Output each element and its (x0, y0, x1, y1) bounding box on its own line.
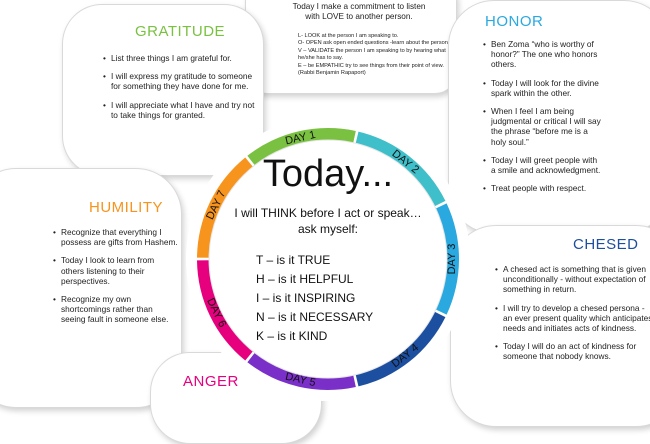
center-title: Today... (262, 153, 394, 195)
think-list: T – is it TRUE H – is it HELPFUL I – is … (256, 251, 416, 346)
think-h: H – is it HELPFUL (256, 272, 354, 286)
love-item-o: O- OPEN ask open ended questions -learn … (298, 40, 448, 47)
think-n: N – is it NECESSARY (256, 310, 374, 324)
center-subtitle: I will THINK before I act or speak… (234, 206, 422, 220)
top-panel: Today I make a commitment to listen with… (245, 0, 457, 94)
gratitude-item: I will appreciate what I have and try no… (103, 100, 261, 120)
gratitude-title: GRATITUDE (135, 23, 226, 40)
love-item-v: V – VALIDATE the person I am speaking to… (298, 47, 446, 62)
honor-item: Today I will greet people with a smile a… (483, 155, 601, 175)
love-item-e: E – be EMPATHIC try to see things from t… (298, 62, 444, 69)
humility-item: Recognize that everything I possess are … (53, 227, 179, 247)
humility-title: HUMILITY (89, 199, 164, 216)
humility-item: Today I look to learn from others listen… (53, 255, 179, 286)
gratitude-item: List three things I am grateful for. (103, 53, 261, 63)
honor-item: When I feel I am being judgmental or cri… (483, 106, 601, 147)
love-attribution: (Rabbi Benjamin Rapaport) (298, 70, 366, 77)
gratitude-item: I will express my gratitude to someone f… (103, 71, 261, 91)
day-label-3: DAY 3 (446, 244, 458, 275)
chesed-title: CHESED (573, 236, 639, 253)
chesed-panel: CHESED A chesed act is something that is… (450, 225, 650, 427)
day-arc-5 (247, 351, 356, 390)
day-arc-6 (197, 260, 255, 361)
humility-list: Recognize that everything I possess are … (49, 227, 179, 333)
center-ask: ask myself: (297, 222, 358, 236)
honor-panel: HONOR Ben Zoma “who is worthy of honor?”… (448, 0, 650, 234)
wheel-inner-circle (208, 139, 448, 379)
humility-item: Recognize my own shortcomings rather tha… (53, 294, 179, 325)
think-k: K – is it KIND (256, 329, 328, 343)
top-line-1: Today I make a commitment to listen (292, 2, 426, 11)
gratitude-panel: GRATITUDE List three things I am gratefu… (62, 4, 264, 176)
honor-title: HONOR (485, 13, 544, 30)
chesed-item: I will try to develop a chesed persona -… (495, 303, 650, 334)
chesed-list: A chesed act is something that is given … (491, 264, 650, 370)
chesed-item: Today I will do an act of kindness for s… (495, 341, 650, 361)
honor-item: Treat people with respect. (483, 183, 601, 193)
chesed-item: A chesed act is something that is given … (495, 264, 650, 295)
anger-title: ANGER (183, 373, 239, 390)
honor-item: Today I will look for the divine spark w… (483, 78, 601, 98)
love-item-l: L- LOOK at the person I am speaking to. (298, 33, 399, 39)
think-i: I – is it INSPIRING (256, 291, 356, 305)
top-line-2: with LOVE to another person. (305, 12, 413, 21)
gratitude-list: List three things I am grateful for. I w… (99, 53, 261, 128)
honor-list: Ben Zoma “who is worthy of honor?” The o… (479, 39, 601, 201)
think-t: T – is it TRUE (256, 253, 331, 267)
honor-item: Ben Zoma “who is worthy of honor?” The o… (483, 39, 601, 70)
day-arc-1 (247, 128, 356, 167)
day-arc-7 (197, 157, 255, 258)
